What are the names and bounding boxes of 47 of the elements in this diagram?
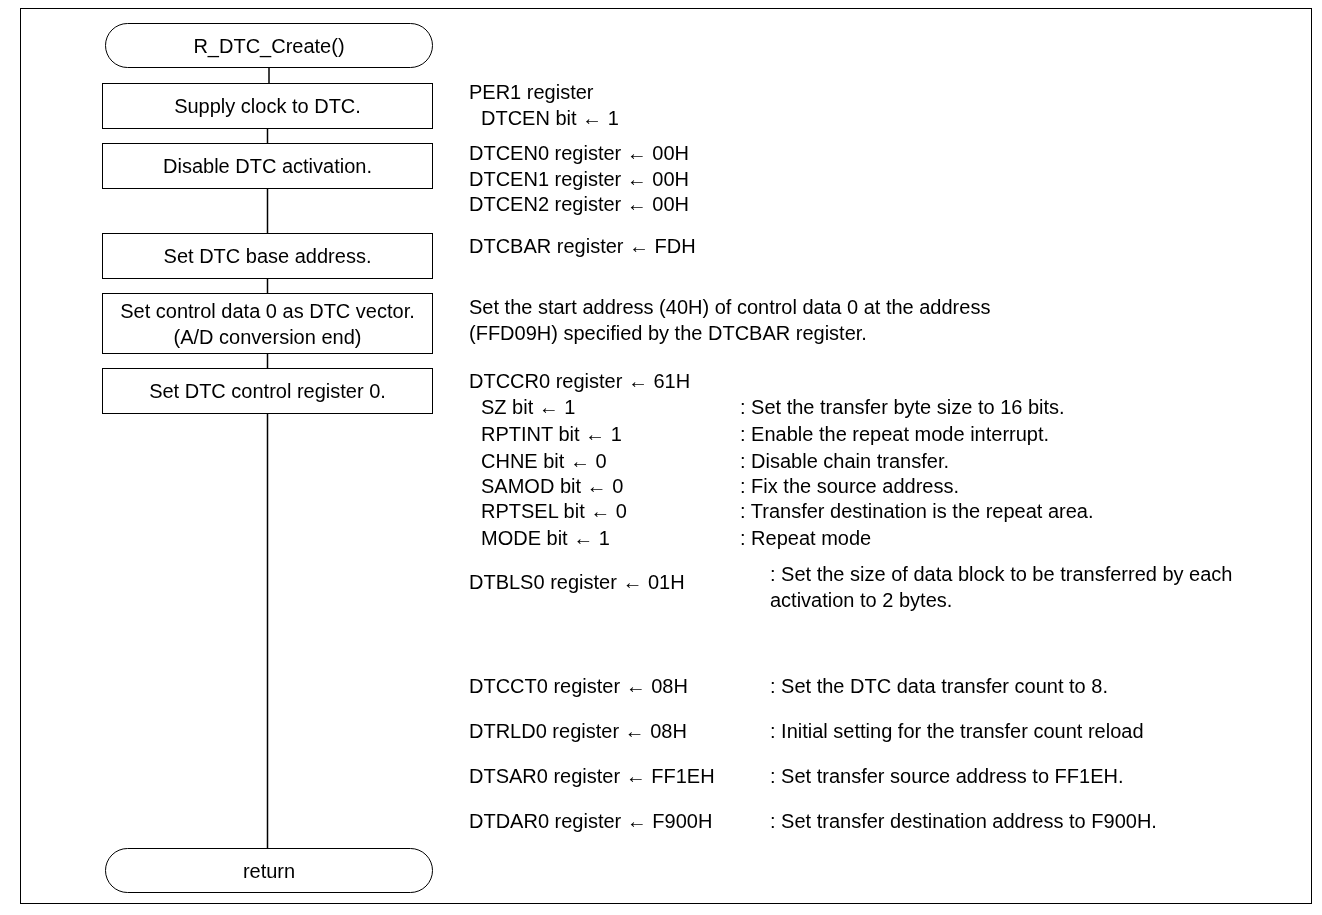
annotation-text: DTCEN0 register ← 00H xyxy=(469,141,690,166)
step-text: Supply clock to DTC. xyxy=(174,94,361,119)
connector-line xyxy=(266,413,269,849)
process-box xyxy=(102,293,433,354)
annotation-text: DTCCT0 register ← 08H xyxy=(469,674,688,699)
annotation-text: : Transfer destination is the repeat area. xyxy=(740,499,1094,524)
annotation-text: CHNE bit ← 0 xyxy=(481,449,607,474)
annotation-text: DTCBAR register ← FDH xyxy=(469,234,696,259)
step-text: Set DTC control register 0. xyxy=(149,379,386,404)
process-box xyxy=(102,368,433,414)
annotation-text: PER1 register xyxy=(469,80,594,105)
annotation-text: SZ bit ← 1 xyxy=(481,395,576,420)
connector-line xyxy=(266,188,269,234)
annotation-text: : Set the transfer byte size to 16 bits. xyxy=(740,395,1065,420)
step-text: R_DTC_Create() xyxy=(193,33,345,59)
annotation-text: DTDAR0 register ← F900H xyxy=(469,809,713,834)
annotation-text: DTCEN1 register ← 00H xyxy=(469,167,690,192)
annotation-text: RPTSEL bit ← 0 xyxy=(481,499,627,524)
step-text: Disable DTC activation. xyxy=(163,154,372,179)
annotation-text: DTCCR0 register ← 61H xyxy=(469,369,691,394)
annotation-text: DTCEN bit ← 1 xyxy=(481,106,619,131)
process-box xyxy=(102,83,433,129)
annotation-text: DTCEN2 register ← 00H xyxy=(469,192,690,217)
annotation-text: MODE bit ← 1 xyxy=(481,526,610,551)
annotation-text: : Initial setting for the transfer count reload xyxy=(770,719,1144,744)
annotation-text: : Fix the source address. xyxy=(740,474,959,499)
process-box xyxy=(102,143,433,189)
annotation-text: DTBLS0 register ← 01H xyxy=(469,570,685,595)
step-text: Set DTC base address. xyxy=(163,244,372,269)
terminator-shape xyxy=(105,23,433,68)
step-text: Set control data 0 as DTC vector. (A/D conversion end) xyxy=(119,298,416,350)
terminator-shape xyxy=(105,848,433,893)
annotation-text: SAMOD bit ← 0 xyxy=(481,474,624,499)
annotation-text: : Disable chain transfer. xyxy=(740,449,949,474)
process-box xyxy=(102,233,433,279)
connector-line xyxy=(268,67,270,84)
annotation-text: RPTINT bit ← 1 xyxy=(481,422,622,447)
annotation-text: : Enable the repeat mode interrupt. xyxy=(740,422,1050,447)
annotation-text: : Set transfer destination address to F900H. xyxy=(770,809,1157,834)
annotation-text: : Set transfer source address to FF1EH. xyxy=(770,764,1124,789)
annotation-text: Set the start address (40H) of control data 0 at the address (FFD09H) specified by the DTCBAR register. xyxy=(469,295,992,346)
annotation-text: : Set the DTC data transfer count to 8. xyxy=(770,674,1108,699)
annotation-text: : Set the size of data block to be transferred by each activation to 2 bytes. xyxy=(770,562,1234,613)
annotation-text: DTSAR0 register ← FF1EH xyxy=(469,764,715,789)
annotation-text: DTRLD0 register ← 08H xyxy=(469,719,687,744)
annotation-text: : Repeat mode xyxy=(740,526,872,551)
step-text: return xyxy=(242,858,296,884)
